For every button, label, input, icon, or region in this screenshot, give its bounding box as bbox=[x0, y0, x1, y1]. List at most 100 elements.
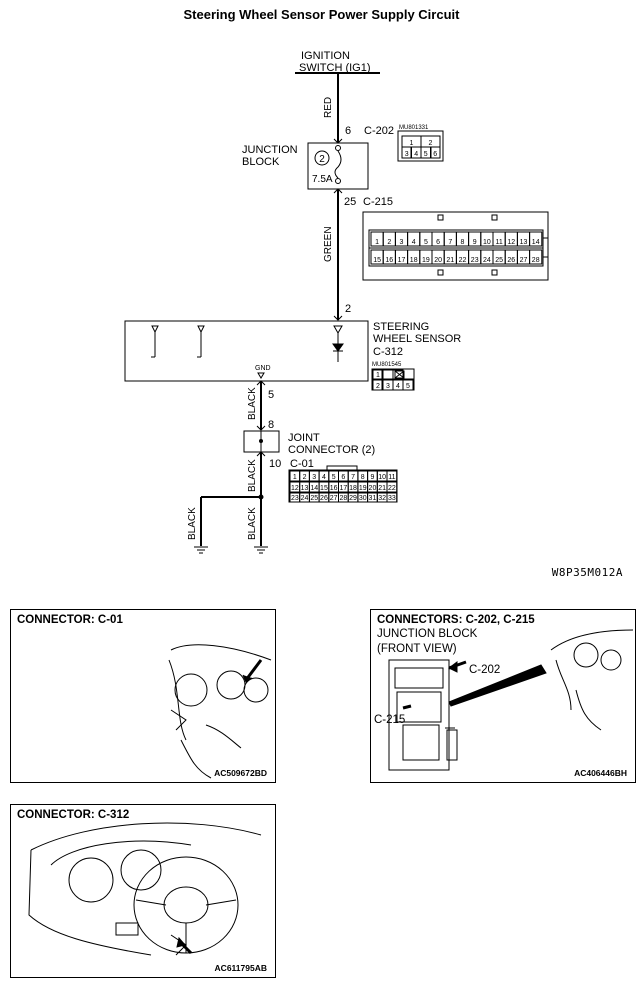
panel-c202-sub2: (FRONT VIEW) bbox=[377, 643, 457, 655]
c215-row2-pin: 19 bbox=[422, 257, 430, 264]
c215-row2-pin: 17 bbox=[398, 257, 406, 264]
c202-row2-pin: 4 bbox=[414, 151, 418, 158]
c202-row2-cell bbox=[430, 146, 441, 159]
c01-row3-pin: 30 bbox=[359, 495, 367, 502]
ignition-label-1: IGNITION bbox=[301, 50, 350, 62]
c215-row1-pin: 5 bbox=[424, 239, 428, 246]
c01-row2-pin: 22 bbox=[388, 485, 396, 492]
c01-row1-pin: 3 bbox=[312, 474, 316, 481]
c01-row1-pin: 4 bbox=[322, 474, 326, 481]
panel-c202-sub1: JUNCTION BLOCK bbox=[377, 628, 478, 640]
c01-row1-pin: 10 bbox=[378, 474, 386, 481]
c215-connector-face bbox=[362, 211, 549, 281]
c312-row1-cell bbox=[382, 369, 394, 380]
fuse-terminal-top bbox=[335, 145, 341, 151]
fuse-rating: 7.5A bbox=[312, 174, 333, 185]
c215-row2-pin: 20 bbox=[434, 257, 442, 264]
pin-5-chevron bbox=[256, 380, 266, 386]
ground-icon-1 bbox=[194, 546, 208, 554]
c215-row1-pin: 2 bbox=[387, 239, 391, 246]
c01-row3-pin: 32 bbox=[378, 495, 386, 502]
c312-row2-pin: 5 bbox=[406, 383, 410, 390]
c202-connector-face bbox=[397, 130, 444, 162]
c312-row2-pin: 4 bbox=[396, 383, 400, 390]
c215-row1-pin: 11 bbox=[495, 239, 502, 246]
c312-row1-pin: 1 bbox=[376, 372, 380, 379]
sensor-label-2: WHEEL SENSOR bbox=[373, 333, 461, 345]
c01-row2-pin: 20 bbox=[369, 485, 377, 492]
c01-row3-pin: 31 bbox=[369, 495, 377, 502]
mu-c312: MU801545 bbox=[372, 362, 402, 368]
c01-row2-pin: 12 bbox=[291, 485, 299, 492]
ground-icon-2 bbox=[254, 546, 268, 554]
pin-6-label: 6 bbox=[345, 125, 351, 137]
c215-row1-pin: 6 bbox=[436, 239, 440, 246]
wire-label-black-2: BLACK bbox=[247, 459, 258, 492]
diagram-code: W8P35M012A bbox=[551, 566, 623, 579]
c01-label: C-01 bbox=[290, 458, 314, 470]
panel-c01-title: CONNECTOR: C-01 bbox=[17, 614, 123, 626]
c01-row2-pin: 13 bbox=[301, 485, 309, 492]
pin-25-label: 25 bbox=[344, 196, 356, 208]
c01-row2-pin: 21 bbox=[378, 485, 386, 492]
wire-label-black-1: BLACK bbox=[247, 387, 258, 420]
wire-label-green: GREEN bbox=[323, 226, 334, 262]
c215-row2-pin: 18 bbox=[410, 257, 418, 264]
wire-label-black-4: BLACK bbox=[247, 507, 258, 540]
c01-row1-pin: 2 bbox=[303, 474, 307, 481]
c01-row1-pin: 1 bbox=[293, 474, 297, 481]
wire-label-black-3: BLACK bbox=[187, 507, 198, 540]
pin-8-label: 8 bbox=[268, 419, 274, 431]
panel-connectors-c202-c215: CONNECTORS: C-202, C-215 JUNCTION BLOCK … bbox=[370, 609, 636, 783]
c01-row2-pin: 19 bbox=[359, 485, 367, 492]
joint-label-1: JOINT bbox=[288, 432, 320, 444]
c202-label: C-202 bbox=[364, 125, 394, 137]
panel-connector-c312: CONNECTOR: C-312 AC611795AB bbox=[10, 804, 276, 978]
c215-row2-pin: 16 bbox=[385, 257, 393, 264]
wire-label-red: RED bbox=[323, 97, 334, 118]
c312-row2-cell bbox=[402, 379, 414, 391]
label-c202-arrow: C-202 bbox=[469, 664, 500, 676]
c01-row3-pin: 27 bbox=[330, 495, 338, 502]
junction-block-illustration: C-202 C-215 bbox=[374, 629, 634, 771]
c215-row2-pin: 22 bbox=[459, 257, 467, 264]
c215-row1-pin: 1 bbox=[375, 239, 379, 246]
c01-row3-pin: 24 bbox=[301, 495, 309, 502]
sensor-triangle-3 bbox=[333, 325, 343, 335]
c01-row3-pin: 26 bbox=[320, 495, 328, 502]
c01-row1-pin: 5 bbox=[332, 474, 336, 481]
c202-row1-pin: 2 bbox=[429, 140, 433, 147]
steering-sensor-box bbox=[124, 320, 369, 382]
panel-c202-title: CONNECTORS: C-202, C-215 bbox=[377, 614, 535, 626]
diode-icon bbox=[332, 343, 344, 352]
pin-2-label: 2 bbox=[345, 303, 351, 315]
c215-row1-pin: 7 bbox=[448, 239, 452, 246]
c202-row2-pin: 5 bbox=[424, 151, 428, 158]
c312-label: C-312 bbox=[373, 346, 403, 358]
c01-row3-pin: 23 bbox=[291, 495, 299, 502]
page-title: Steering Wheel Sensor Power Supply Circu… bbox=[183, 7, 460, 22]
pin-25-chevron bbox=[333, 188, 343, 194]
c01-row2-pin: 14 bbox=[310, 485, 318, 492]
c215-row2-pin: 23 bbox=[471, 257, 479, 264]
c202-row2-pin: 3 bbox=[405, 151, 409, 158]
fuse-number: 2 bbox=[319, 154, 325, 165]
steering-wheel-illustration bbox=[28, 822, 262, 956]
c01-row3-pin: 28 bbox=[339, 495, 347, 502]
c312-row2-pin: 3 bbox=[386, 383, 390, 390]
panel-c312-title: CONNECTOR: C-312 bbox=[17, 809, 130, 821]
c01-row3-pin: 29 bbox=[349, 495, 357, 502]
c01-row2-pin: 18 bbox=[349, 485, 357, 492]
sensor-triangle-1 bbox=[151, 325, 159, 334]
sensor-label-1: STEERING bbox=[373, 321, 429, 333]
c01-row2-pin: 15 bbox=[320, 485, 328, 492]
panel-connector-c01: CONNECTOR: C-01 AC509672BD bbox=[10, 609, 276, 783]
c01-row2-cell bbox=[386, 481, 398, 493]
c01-row1-pin: 8 bbox=[361, 474, 365, 481]
c01-row3-pin: 25 bbox=[310, 495, 318, 502]
pin-6-chevron bbox=[333, 138, 343, 144]
gnd-label: GND bbox=[255, 365, 271, 372]
c215-row2-pin: 26 bbox=[507, 257, 515, 264]
c312-row1-cell bbox=[392, 369, 404, 380]
fuse-number-circle bbox=[314, 150, 330, 166]
